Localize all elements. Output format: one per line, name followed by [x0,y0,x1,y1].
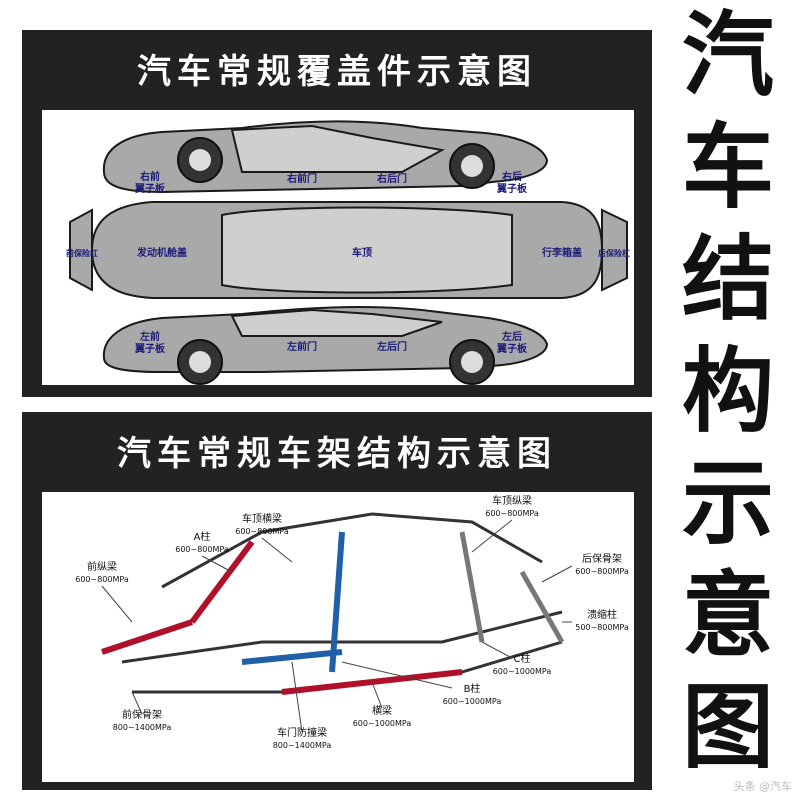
label-right-front-door: 右前门 [286,172,317,185]
callout-crossbeam-spec: 600~1000MPa [353,719,412,728]
label-hood: 发动机舱盖 [136,246,187,259]
side-title-char: 车 [681,114,774,221]
car-cover-svg: 右前翼子板 右前门 右后门 右后翼子板 前保险杠 发动机舱盖 车顶 行李箱盖 后… [66,120,630,385]
side-title-char: 图 [681,674,774,781]
frame-roofline [161,512,543,589]
label-right-front-fender: 右前翼子板 [134,170,166,195]
label-right-rear-fender: 右后翼子板 [496,170,528,195]
callout-rear-frame-spec: 600~800MPa [575,567,629,576]
callout-roof-rail: 车顶纵梁 [492,494,532,507]
label-right-rear-door: 右后门 [376,172,407,185]
callout-roof-rail-spec: 600~800MPa [485,509,539,518]
side-title: 汽 车 结 构 示 意 图 [668,10,788,800]
rear-bumper-shape [601,208,628,292]
callout-crush-pillar-spec: 500~800MPa [575,623,629,632]
car-frame-svg: 车顶纵梁 600~800MPa 车顶横梁 600~800MPa A柱 600~8… [75,494,629,750]
callout-c-pillar-spec: 600~1000MPa [493,667,552,676]
side-title-char: 结 [681,226,774,333]
callout-door-beam: 车门防撞梁 [277,726,327,739]
label-left-front-fender: 左前翼子板 [134,330,166,355]
front-bumper-shape [69,208,93,292]
left-windows [230,308,443,337]
callout-roof-crossbeam: 车顶横梁 [242,512,282,525]
label-left-rear-door: 左后门 [376,340,407,353]
right-windows [230,124,445,173]
callout-c-pillar: C柱 [514,652,531,665]
callout-rear-frame: 后保骨架 [582,552,622,565]
watermark: 头条 @汽车 [733,780,793,793]
side-title-char: 汽 [681,2,774,109]
frame-structure-title: 汽车常规车架结构示意图 [117,434,557,474]
callout-roof-crossbeam-spec: 600~800MPa [235,527,289,536]
callout-a-pillar: A柱 [194,530,211,543]
label-roof: 车顶 [352,246,372,259]
side-title-char: 示 [681,450,774,557]
callout-front-rail: 前纵梁 [87,560,117,573]
callout-crossbeam: 横梁 [372,704,392,717]
label-left-rear-fender: 左后翼子板 [496,330,528,355]
frame-front-rail [101,619,193,655]
callout-door-beam-spec: 800~1400MPa [273,741,332,750]
frame-b-pillar [329,531,345,673]
callout-front-bumper-frame: 前保骨架 [122,708,162,721]
callout-crush-pillar: 溃缩柱 [587,608,617,621]
callout-b-pillar-spec: 600~1000MPa [443,697,502,706]
frame-structure-diagram: 车顶纵梁 600~800MPa 车顶横梁 600~800MPa A柱 600~8… [42,492,634,782]
label-trunk: 行李箱盖 [541,246,582,259]
callout-front-rail-spec: 600~800MPa [75,575,129,584]
frame-sill [121,610,563,664]
label-left-front-door: 左前门 [286,340,317,353]
side-title-char: 意 [681,562,774,669]
frame-a-pillar [189,540,255,624]
callout-b-pillar: B柱 [464,682,481,695]
label-front-bumper: 前保险杠 [66,248,98,258]
callout-front-bumper-frame-spec: 800~1400MPa [113,723,172,732]
frame-c-pillar [459,531,485,643]
cover-parts-diagram: 右前翼子板 右前门 右后门 右后翼子板 前保险杠 发动机舱盖 车顶 行李箱盖 后… [42,110,634,385]
cover-parts-panel: 汽车常规覆盖件示意图 [22,30,652,397]
cover-parts-title: 汽车常规覆盖件示意图 [137,52,537,92]
side-title-char: 构 [681,338,774,445]
frame-rear-frame [519,570,565,644]
frame-door-beam [241,649,343,665]
callout-a-pillar-spec: 600~800MPa [175,545,229,554]
frame-structure-panel: 汽车常规车架结构示意图 车顶纵梁 [22,412,652,790]
label-rear-bumper: 后保险杠 [598,248,630,258]
top-view-cabin [221,206,513,294]
